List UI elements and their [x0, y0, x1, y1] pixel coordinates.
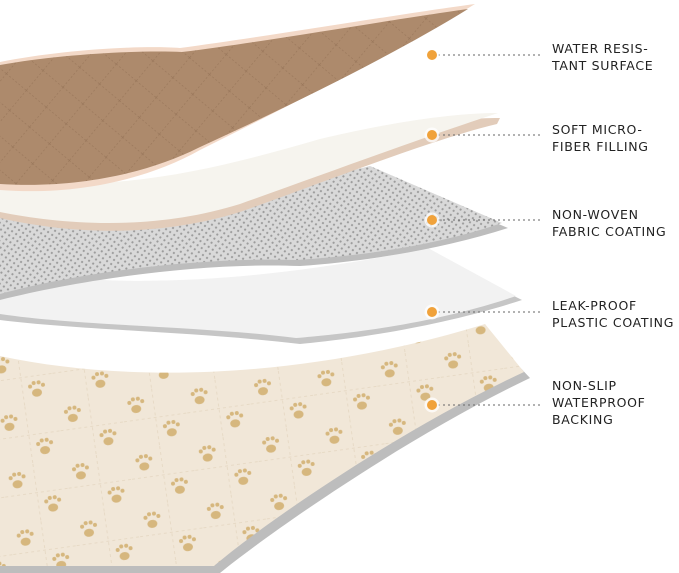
label-non-slip-waterproof-backing: NON-SLIP WATERPROOF BACKING — [552, 378, 646, 427]
filling-layer — [0, 113, 498, 223]
plastic-layer — [0, 248, 516, 338]
callout-markers — [424, 47, 542, 413]
orange-dot-marker-icon — [427, 50, 437, 60]
orange-dot-marker-icon — [427, 215, 437, 225]
label-leak-proof-plastic-coating: LEAK-PROOF PLASTIC COATING — [552, 298, 675, 330]
coating-layer — [0, 166, 502, 294]
orange-dot-marker-icon — [427, 130, 437, 140]
label-non-woven-fabric-coating: NON-WOVEN FABRIC COATING — [552, 207, 667, 239]
orange-dot-marker-icon — [427, 400, 437, 410]
label-soft-microfiber-filling: SOFT MICRO- FIBER FILLING — [552, 122, 649, 154]
label-water-resistant-surface: WATER RESIS- TANT SURFACE — [552, 41, 654, 73]
backing-layer — [0, 324, 524, 566]
surface-layer — [0, 9, 468, 185]
orange-dot-marker-icon — [427, 307, 437, 317]
